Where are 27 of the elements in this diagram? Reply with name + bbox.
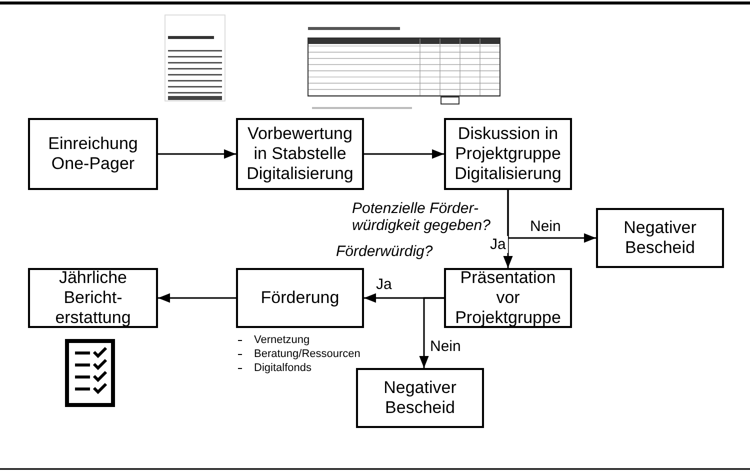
list-item: Digitalfonds (238, 361, 360, 375)
arrow (419, 297, 444, 368)
question-text: Potenzielle Förder-würdigkeit gegeben? (352, 200, 492, 234)
arrow (507, 190, 596, 243)
question-text: Förderwürdig? (336, 243, 434, 260)
box-label: Präsentation vor Projektgruppe (454, 268, 562, 328)
box-label: Förderung (260, 288, 340, 308)
process-box (356, 368, 484, 428)
box-label: Einreichung One-Pager (47, 134, 139, 174)
list-item: Vernetzung (238, 333, 360, 347)
arrow (158, 149, 236, 159)
arrow (364, 149, 444, 159)
box-label: Jährliche Bericht-erstattung (54, 268, 132, 328)
process-box (444, 118, 572, 190)
box-label: Negativer Bescheid (622, 218, 698, 258)
edge-label: Ja (488, 236, 508, 253)
process-box (444, 268, 572, 328)
list-item: Beratung/Ressourcen (238, 347, 360, 361)
box-label: Negativer Bescheid (382, 378, 458, 418)
process-box (596, 208, 724, 268)
box-label: Diskussion in Projektgruppe Digitalisierung (454, 124, 562, 184)
process-box (236, 118, 364, 190)
arrow (158, 293, 236, 303)
box-label: Vorbewertung in Stabstelle Digitalisierung (246, 124, 354, 184)
process-box (28, 118, 158, 190)
process-box (236, 268, 364, 328)
process-box (28, 268, 158, 328)
